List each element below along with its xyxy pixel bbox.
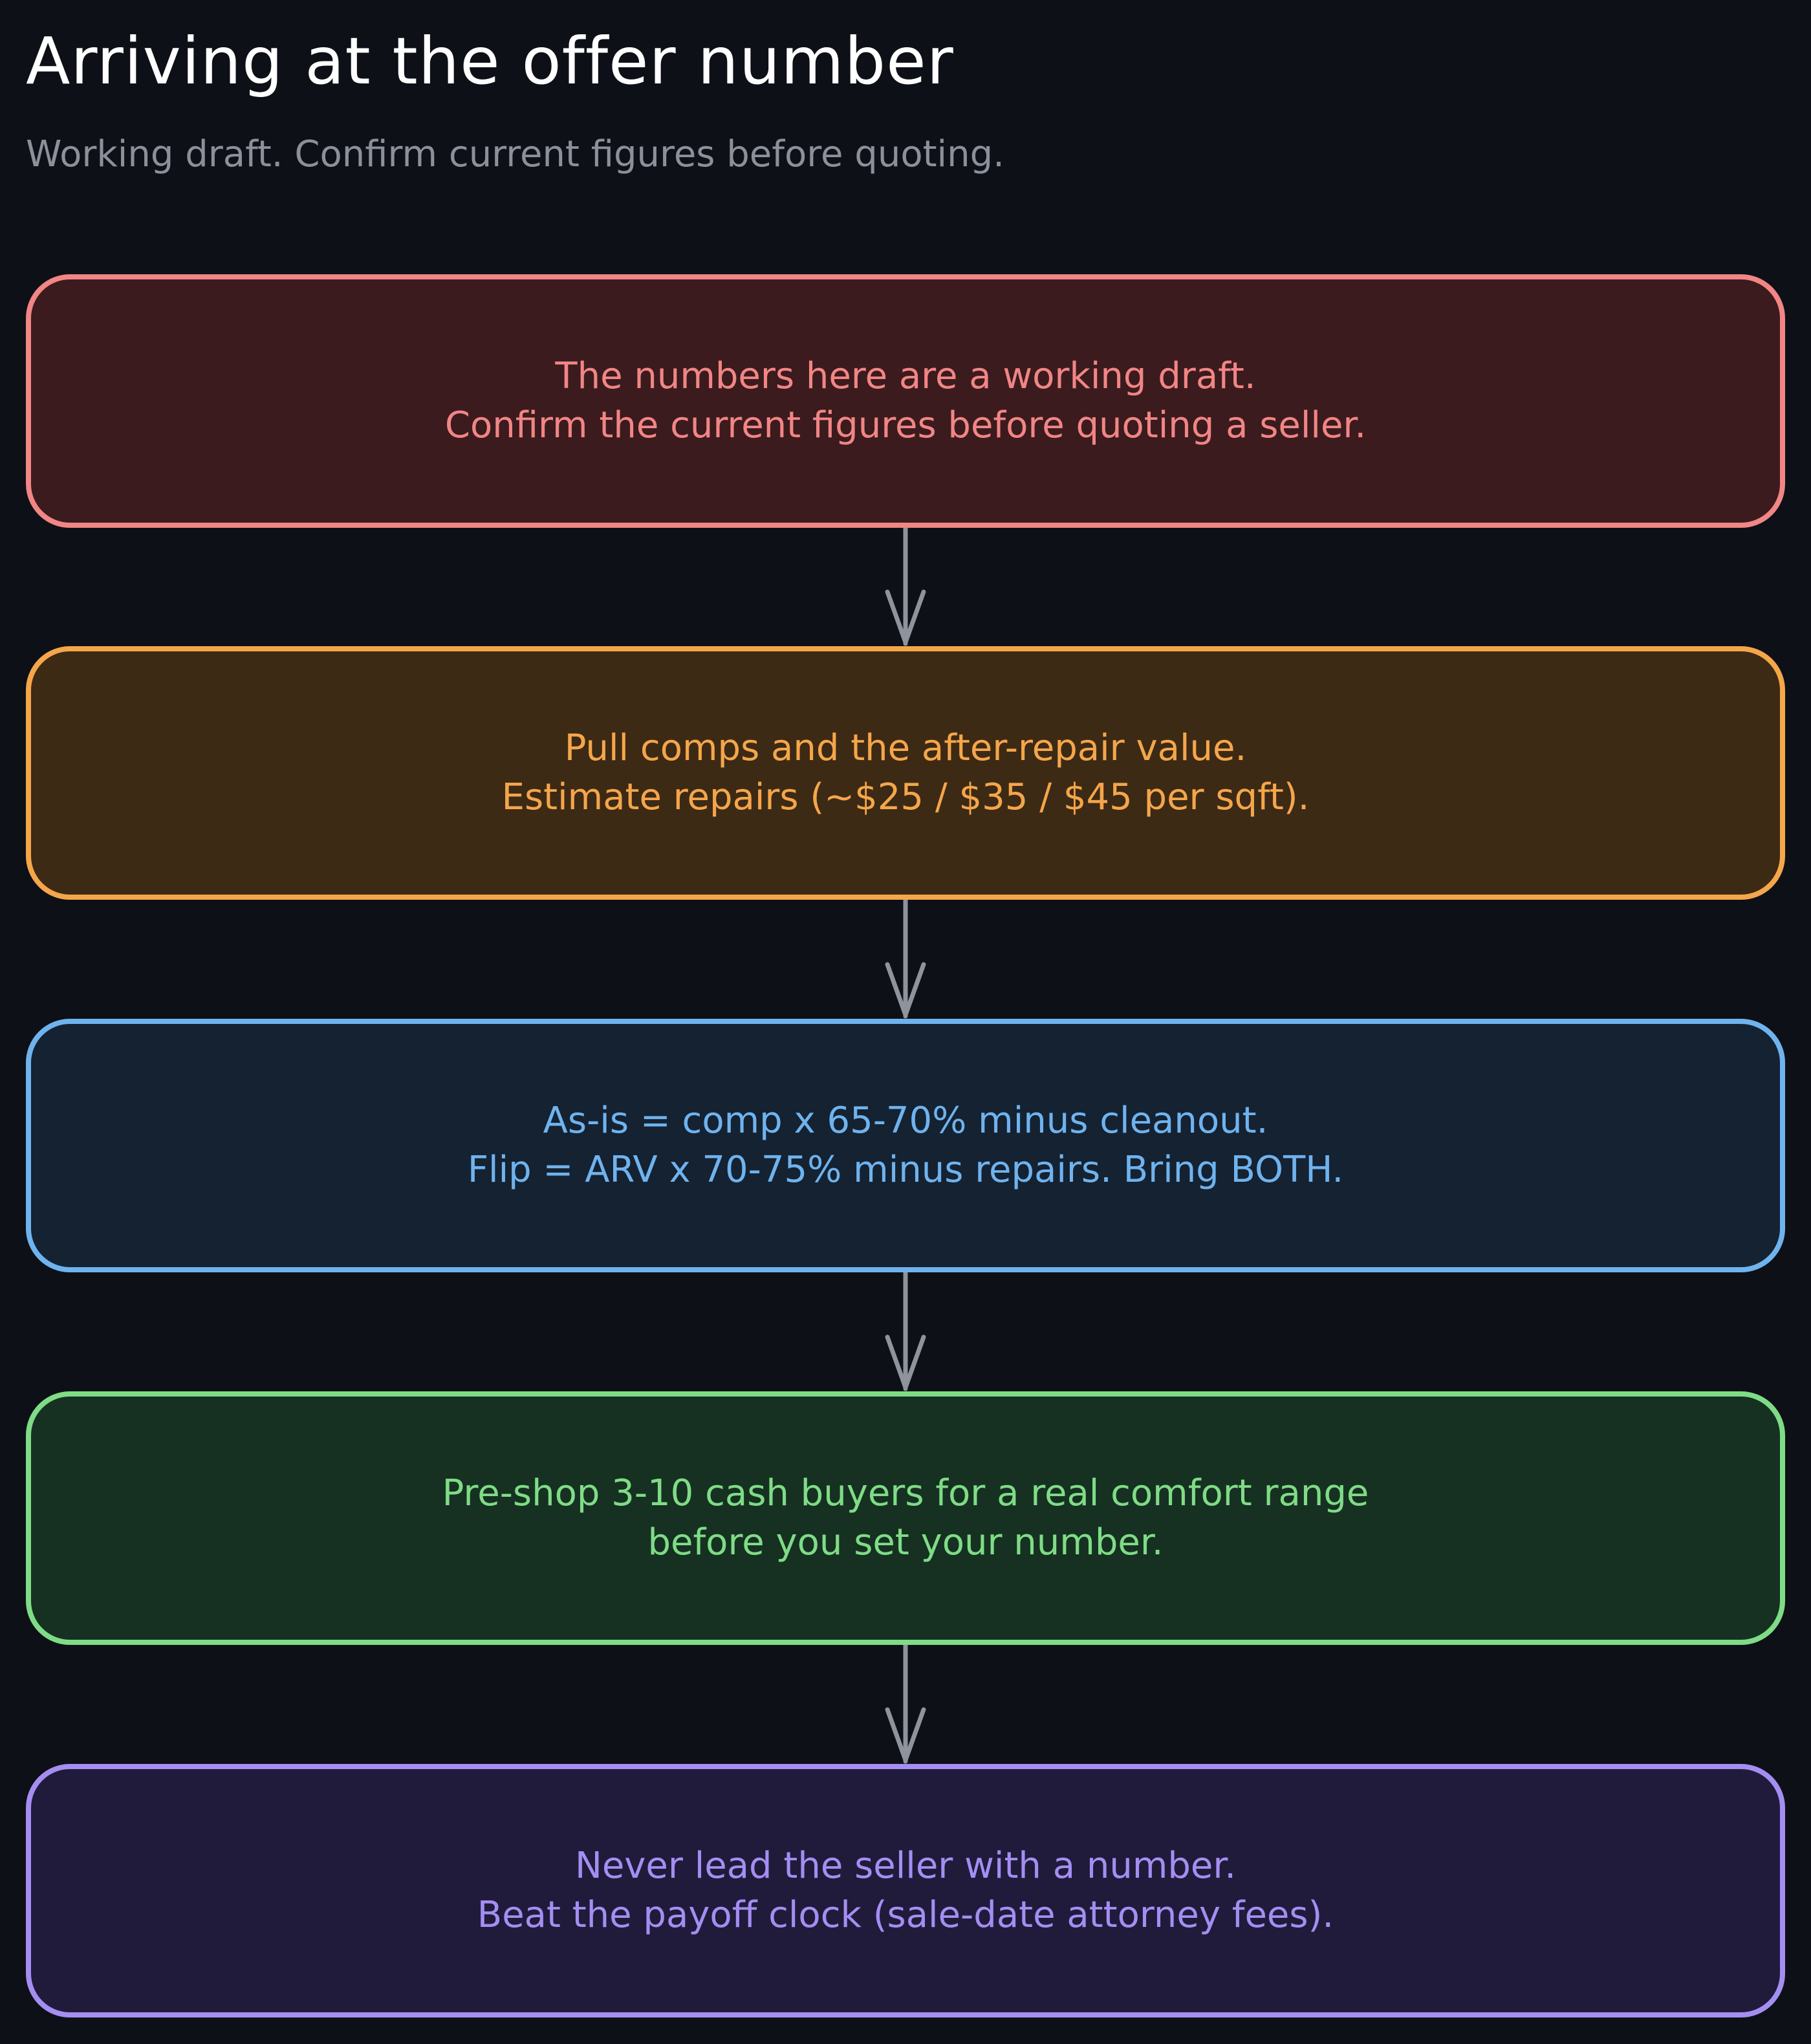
step-text-line: Estimate repairs (~$25 / $35 / $45 per s… — [501, 776, 1310, 818]
page-subtitle: Working draft. Confirm current figures b… — [26, 133, 1004, 175]
step-text-line: Pull comps and the after-repair value. — [564, 727, 1247, 769]
flow-arrow-down-icon — [885, 1270, 926, 1391]
step-text-line: Beat the payoff clock (sale-date attorne… — [477, 1894, 1334, 1936]
flow-step-formulas: As-is = comp x 65-70% minus cleanout. Fl… — [26, 1019, 1785, 1272]
flow-step-comps-repairs: Pull comps and the after-repair value. E… — [26, 646, 1785, 900]
flow-arrow-down-icon — [885, 1642, 926, 1764]
step-text-line: Confirm the current figures before quoti… — [444, 404, 1367, 446]
step-text-line: Never lead the seller with a number. — [574, 1845, 1237, 1887]
flow-step-seller-approach: Never lead the seller with a number. Bea… — [26, 1764, 1785, 2017]
flow-step-cash-buyers: Pre-shop 3-10 cash buyers for a real com… — [26, 1391, 1785, 1645]
step-text-line: Flip = ARV x 70-75% minus repairs. Bring… — [467, 1149, 1344, 1191]
flow-arrow-down-icon — [885, 525, 926, 646]
flow-arrow-down-icon — [885, 897, 926, 1019]
step-text-line: As-is = comp x 65-70% minus cleanout. — [543, 1100, 1268, 1142]
page-title: Arriving at the offer number — [26, 23, 954, 99]
step-text-line: The numbers here are a working draft. — [555, 355, 1256, 397]
step-text-line: before you set your number. — [647, 1521, 1164, 1563]
flow-step-draft-warning: The numbers here are a working draft. Co… — [26, 274, 1785, 528]
step-text-line: Pre-shop 3-10 cash buyers for a real com… — [442, 1472, 1369, 1514]
